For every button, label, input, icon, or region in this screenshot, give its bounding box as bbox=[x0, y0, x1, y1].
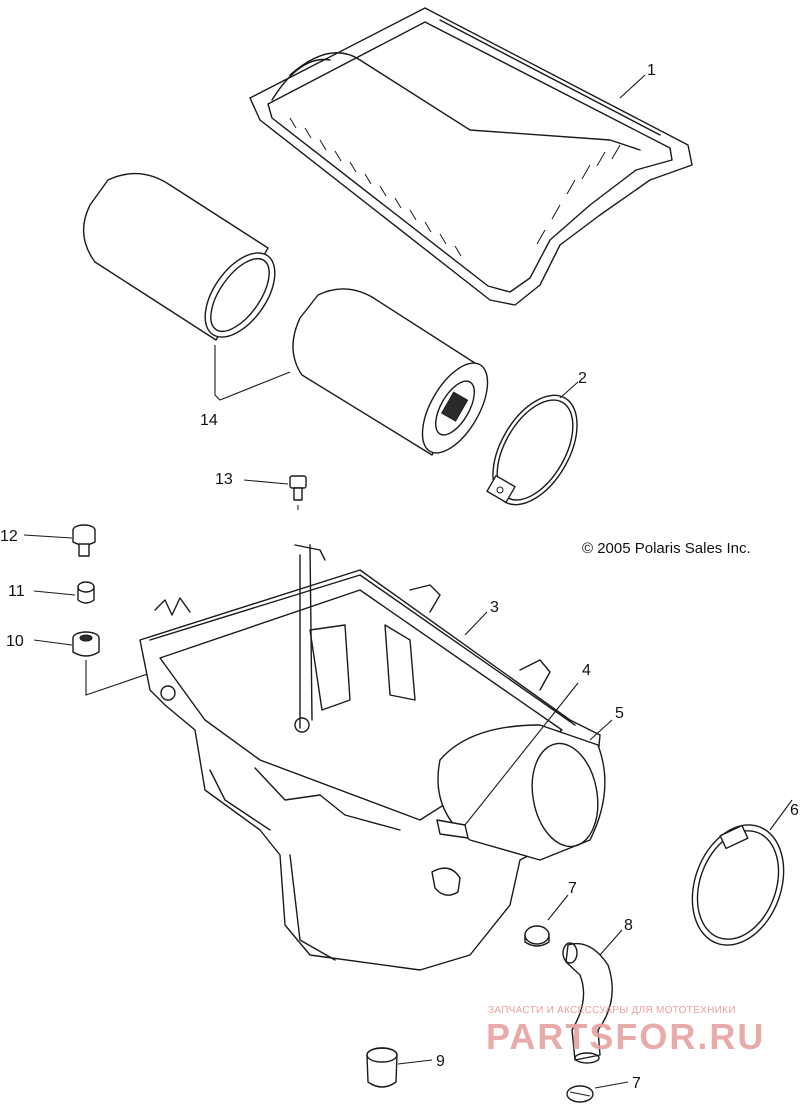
leader-10 bbox=[33, 639, 73, 646]
callout-3: 3 bbox=[490, 599, 499, 616]
leader-5 bbox=[589, 719, 613, 741]
watermark-tagline: ЗАПЧАСТИ И АКСЕССУАРЫ ДЛЯ МОТОТЕХНИКИ bbox=[488, 1005, 736, 1016]
callout-13: 13 bbox=[215, 471, 233, 488]
leader-4 bbox=[464, 682, 579, 826]
leader-1 bbox=[619, 74, 646, 99]
part-10-grommet bbox=[72, 631, 100, 657]
callout-11: 11 bbox=[8, 583, 25, 600]
part-8-drain-tube bbox=[562, 942, 613, 1064]
leader-12 bbox=[23, 534, 73, 539]
watermark-logo: PARTSFOR.RU bbox=[486, 1016, 766, 1057]
leader-14 bbox=[214, 345, 291, 401]
part-14-filter-element-right bbox=[292, 288, 489, 456]
callout-7-upper: 7 bbox=[568, 880, 577, 897]
part-1-airbox-cover bbox=[249, 7, 693, 306]
part-3-airbox-body bbox=[139, 544, 601, 971]
callout-7-lower: 7 bbox=[632, 1075, 641, 1092]
cover-rib-marks bbox=[289, 117, 621, 257]
leader-7a bbox=[547, 894, 569, 921]
part-6-large-clamp bbox=[691, 824, 785, 946]
part-13-screw bbox=[289, 475, 307, 510]
callout-2: 2 bbox=[578, 370, 587, 387]
copyright-notice: © 2005 Polaris Sales Inc. bbox=[582, 540, 751, 557]
callout-8: 8 bbox=[624, 917, 633, 934]
leader-2 bbox=[559, 381, 579, 399]
leader-11 bbox=[33, 590, 76, 596]
leader-13 bbox=[243, 479, 289, 485]
callout-14: 14 bbox=[200, 412, 218, 429]
callout-9: 9 bbox=[436, 1053, 445, 1070]
part-7-small-clamp-lower bbox=[566, 1085, 594, 1103]
part-11-ring bbox=[77, 581, 95, 604]
callout-6: 6 bbox=[790, 802, 799, 819]
part-7-small-clamp-upper bbox=[524, 925, 550, 947]
leader-10-to-box bbox=[85, 660, 166, 696]
part-14-filter-element-left bbox=[82, 172, 276, 341]
leader-7b bbox=[594, 1081, 629, 1089]
callout-10: 10 bbox=[6, 633, 24, 650]
callout-1: 1 bbox=[647, 62, 656, 79]
part-9-plug bbox=[366, 1047, 398, 1088]
callout-5: 5 bbox=[615, 705, 624, 722]
leader-6 bbox=[769, 799, 793, 831]
callout-12: 12 bbox=[0, 528, 18, 545]
leader-9 bbox=[397, 1059, 433, 1065]
part-2-clamp bbox=[486, 394, 578, 506]
leader-3 bbox=[464, 611, 488, 636]
part-5-intake-boot bbox=[436, 724, 606, 861]
leader-8 bbox=[599, 929, 623, 956]
callout-4: 4 bbox=[582, 662, 591, 679]
part-12-bolt bbox=[72, 524, 96, 557]
